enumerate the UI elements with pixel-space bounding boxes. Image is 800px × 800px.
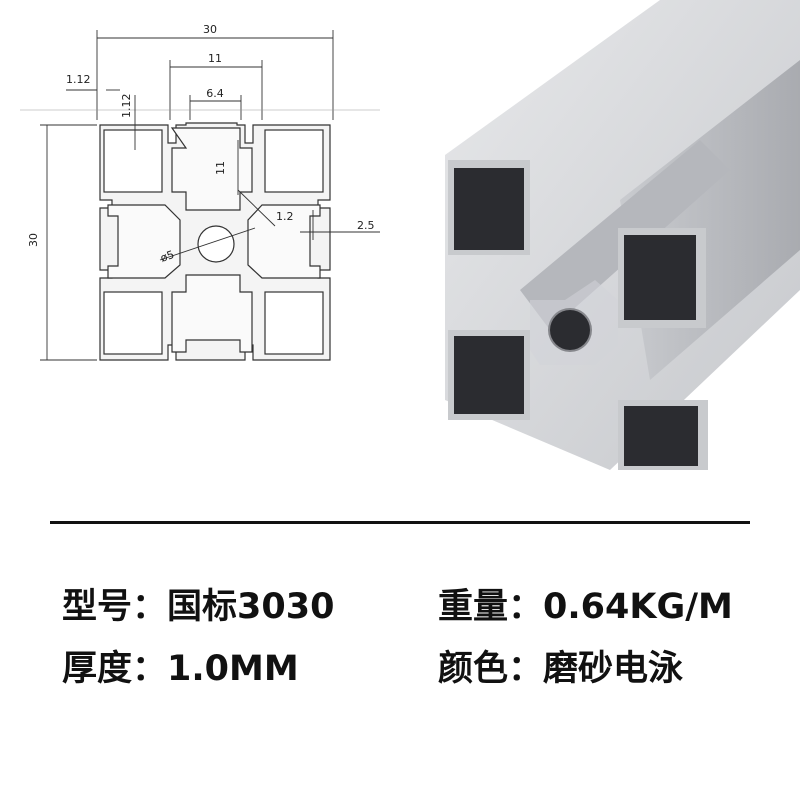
- spec-model-value: 国标3030: [167, 587, 335, 627]
- dim-slot-depth-label: 11: [214, 161, 227, 175]
- dim-wall-v-label: 1.12: [120, 94, 133, 119]
- product-photo: [445, 0, 800, 470]
- spec-thickness-label: 厚度：: [62, 649, 168, 689]
- spec-color-value: 磨砂电泳: [543, 649, 684, 689]
- dim-hole-label: ø5: [159, 248, 176, 265]
- front-face: [448, 160, 708, 470]
- spec-thickness: 厚度：1.0MM: [62, 649, 299, 689]
- dim-slot-outer-label: 11: [208, 52, 222, 65]
- spec-weight-value: 0.64KG/M: [543, 587, 733, 627]
- dim-height-label: 30: [27, 233, 40, 247]
- profile-cavities: [103, 127, 324, 355]
- divider-line: [50, 521, 750, 524]
- dim-lip-label: 2.5: [357, 219, 375, 232]
- dimension-lines: [20, 30, 380, 361]
- spec-weight: 重量：0.64KG/M: [438, 587, 733, 627]
- spec-model-label: 型号：: [62, 587, 168, 627]
- dimension-labels: 30 11 6.4 1.12 1.12 30 11 1.2 2.5 ø5: [27, 23, 375, 265]
- spec-color-label: 颜色：: [438, 649, 544, 689]
- dim-wall-label: 1.12: [66, 73, 91, 86]
- spec-weight-label: 重量：: [438, 587, 544, 627]
- spec-thickness-value: 1.0MM: [167, 649, 299, 689]
- spec-color: 颜色：磨砂电泳: [438, 649, 683, 689]
- cross-section-drawing: 30 11 6.4 1.12 1.12 30 11 1.2 2.5 ø5: [20, 23, 380, 361]
- dim-corner-label: 1.2: [276, 210, 294, 223]
- dim-width-label: 30: [203, 23, 217, 36]
- dim-slot-inner-label: 6.4: [206, 87, 224, 100]
- spec-model: 型号：国标3030: [62, 587, 334, 627]
